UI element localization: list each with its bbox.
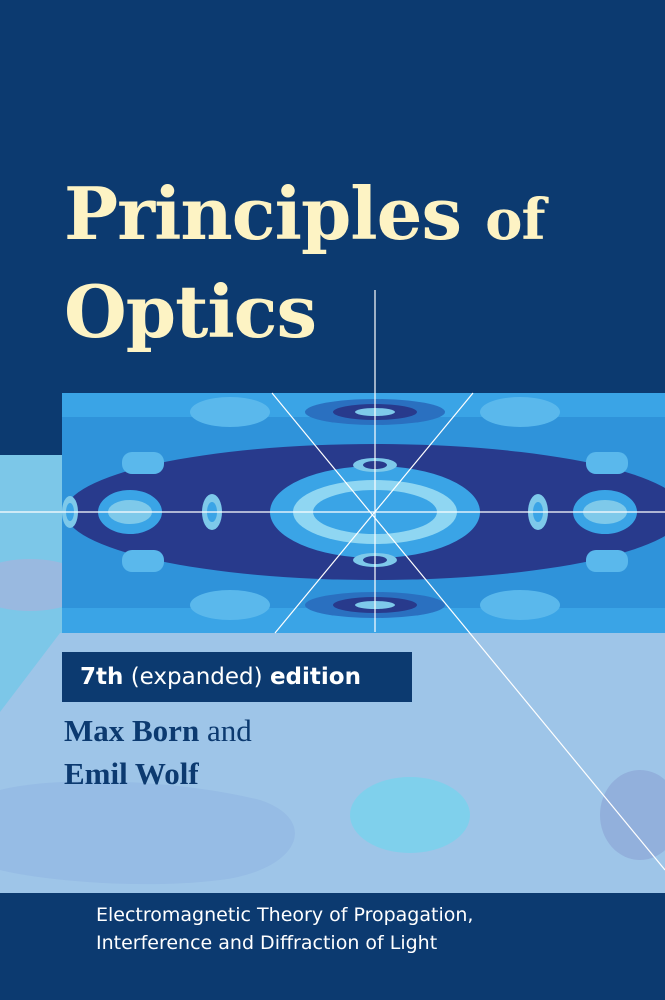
diagonal-line xyxy=(274,392,474,634)
soft-blob xyxy=(0,781,295,885)
subtitle-line-1: Electromagnetic Theory of Propagation, xyxy=(96,904,474,926)
book-title-line-1: Principles of xyxy=(64,171,546,262)
title-word-principles: Principles xyxy=(64,171,462,256)
book-title-line-2: Optics xyxy=(64,269,317,354)
subtitle-band xyxy=(0,893,665,1000)
author-line-2: Emil Wolf xyxy=(64,756,199,792)
edition-qualifier: (expanded) xyxy=(130,664,263,690)
subtitle-line-2: Interference and Diffraction of Light xyxy=(96,932,438,954)
diagonal-line xyxy=(271,392,665,871)
soft-blob xyxy=(350,777,470,853)
author-name-born: Max Born xyxy=(64,713,200,748)
edition-banner: 7th (expanded) edition xyxy=(62,652,412,702)
soft-blob xyxy=(600,770,665,860)
author-name-wolf: Emil Wolf xyxy=(64,756,199,791)
title-word-of: of xyxy=(485,187,545,253)
edition-word: edition xyxy=(269,664,361,690)
author-conjunction: and xyxy=(206,713,252,748)
author-line-1: Max Born and xyxy=(64,713,252,749)
edition-number: 7th xyxy=(80,664,124,690)
